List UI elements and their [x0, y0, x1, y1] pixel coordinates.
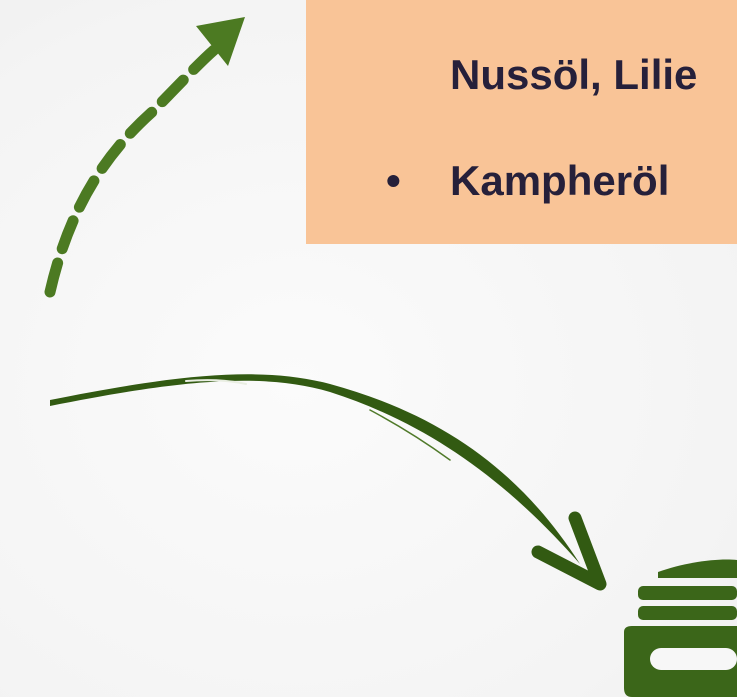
callout-line-1: Nussöl, Lilie — [450, 54, 697, 96]
dashed-curved-arrow-icon — [44, 17, 245, 298]
callout-line-2: • Kampheröl — [386, 160, 669, 202]
callout-line-1-text: Nussöl, Lilie — [450, 51, 698, 98]
cream-jar-icon — [624, 559, 737, 697]
curved-arrow-icon — [50, 374, 607, 591]
ingredient-callout: Nussöl, Lilie • Kampheröl — [306, 0, 737, 244]
bullet-icon: • — [386, 157, 401, 204]
callout-line-2-text: Kampheröl — [450, 157, 670, 204]
